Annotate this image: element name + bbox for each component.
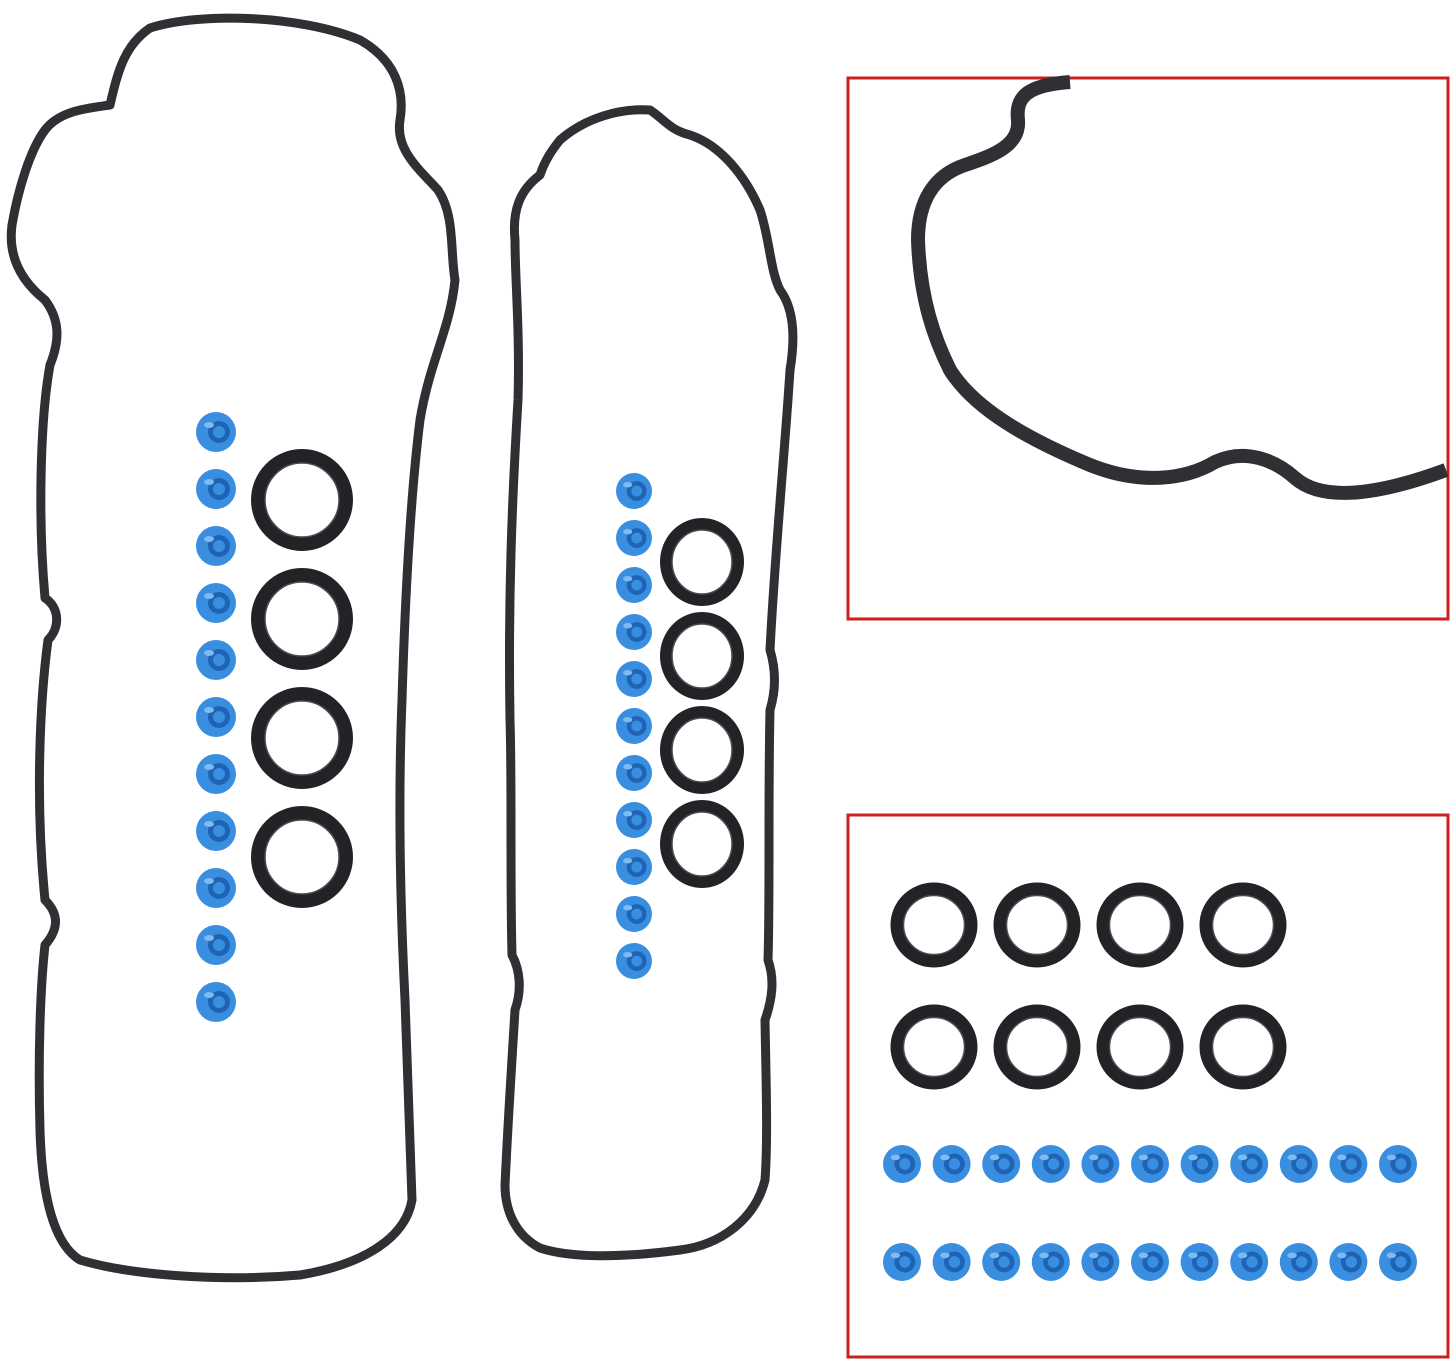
valve-grommet xyxy=(1379,1145,1417,1183)
spark-plug-tube-seal xyxy=(1096,882,1184,968)
gasket-closeup-panel xyxy=(846,75,1450,621)
valve-grommet xyxy=(196,811,236,851)
valve-grommet xyxy=(616,473,652,509)
spark-plug-tube-seal xyxy=(890,882,978,968)
valve-grommet xyxy=(1329,1243,1368,1281)
spark-plug-tube-seal xyxy=(251,568,353,670)
valve-grommet xyxy=(196,697,236,737)
spark-plug-tube-seal xyxy=(1199,882,1287,968)
valve-grommet xyxy=(982,1243,1021,1281)
valve-grommet xyxy=(1180,1145,1219,1183)
valve-grommet xyxy=(616,849,652,885)
valve-grommet xyxy=(196,925,236,965)
spark-plug-tube-seal xyxy=(890,1004,978,1090)
spark-plug-tube-seal xyxy=(993,882,1081,968)
valve-grommet xyxy=(1230,1145,1269,1183)
valve-grommet xyxy=(616,896,652,932)
valve-grommet xyxy=(196,982,236,1022)
valve-grommet xyxy=(883,1243,921,1281)
spark-plug-tube-seal xyxy=(251,806,353,908)
valve-grommet xyxy=(1279,1145,1318,1183)
valve-grommet xyxy=(1131,1145,1169,1183)
valve-grommet xyxy=(1379,1243,1417,1281)
valve-grommet xyxy=(1081,1145,1120,1183)
valve-grommet xyxy=(1031,1243,1070,1281)
valve-grommet xyxy=(1329,1145,1368,1183)
valve-grommet xyxy=(196,526,236,566)
valve-grommet xyxy=(932,1145,971,1183)
valve-grommet xyxy=(196,640,236,680)
valve-grommet xyxy=(196,754,236,794)
spark-plug-tube-seal xyxy=(993,1004,1081,1090)
valve-grommet xyxy=(196,412,236,452)
spark-plug-tube-seal xyxy=(1199,1004,1287,1090)
valve-grommet xyxy=(196,469,236,509)
panel-seal-grid xyxy=(890,882,1287,1090)
valve-grommet xyxy=(616,614,652,650)
valve-grommet xyxy=(1131,1243,1169,1281)
valve-grommet xyxy=(196,583,236,623)
left-valve-cover-gasket xyxy=(6,13,460,1283)
valve-grommet xyxy=(982,1145,1021,1183)
right-valve-cover-gasket xyxy=(500,105,798,1261)
valve-grommet xyxy=(1230,1243,1269,1281)
spark-plug-tube-seal xyxy=(660,518,744,606)
valve-grommet xyxy=(883,1145,921,1183)
valve-grommet xyxy=(616,567,652,603)
spark-plug-tube-seal xyxy=(1096,1004,1184,1090)
seals-grommets-panel xyxy=(846,813,1450,1359)
spark-plug-tube-seal xyxy=(660,612,744,700)
spark-plug-tube-seal xyxy=(660,706,744,794)
panel-grommet-grid xyxy=(883,1145,1417,1281)
right-grommet-column xyxy=(616,473,652,979)
spark-plug-tube-seal xyxy=(660,800,744,888)
valve-grommet xyxy=(932,1243,971,1281)
valve-grommet xyxy=(196,868,236,908)
valve-grommet xyxy=(1031,1145,1070,1183)
valve-grommet xyxy=(616,802,652,838)
valve-grommet xyxy=(616,708,652,744)
valve-grommet xyxy=(616,943,652,979)
valve-grommet xyxy=(1180,1243,1219,1281)
left-grommet-column xyxy=(196,412,236,1022)
valve-grommet xyxy=(616,755,652,791)
valve-grommet xyxy=(616,520,652,556)
spark-plug-tube-seal xyxy=(251,687,353,789)
spark-plug-tube-seal xyxy=(251,449,353,551)
valve-grommet xyxy=(1081,1243,1120,1281)
gasket-closeup-outline xyxy=(911,75,1449,500)
left-seal-column xyxy=(251,449,353,908)
right-seal-column xyxy=(660,518,744,888)
valve-grommet xyxy=(1279,1243,1318,1281)
valve-grommet xyxy=(616,661,652,697)
